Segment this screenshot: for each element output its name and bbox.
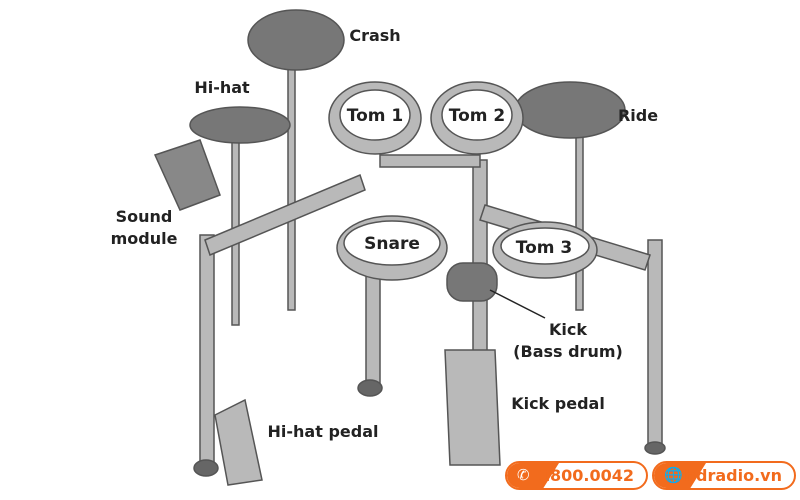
website-link: hdradio.vn [684,466,782,485]
sound-module [153,139,221,211]
tom1-label: Tom 1 [346,106,404,126]
kick-label-line1: Kick [548,320,588,339]
phone-badge[interactable]: ✆ 1800.0042 [505,461,648,490]
top-crossbar [379,154,481,168]
hihat-pedal [214,398,263,486]
ride-label: Ride [617,106,659,125]
kick-label: Kick (Bass drum) [513,319,623,363]
kick-label-line2: (Bass drum) [513,342,623,361]
tom2-label: Tom 2 [448,106,506,126]
ride-stand [575,119,584,311]
sound-module-label-line2: module [110,229,178,248]
ride-cymbal [514,81,626,139]
left-crossbar [204,173,366,257]
hihat-cymbal [189,106,291,144]
kick-pedal [444,349,501,466]
hihat-pedal-label: Hi-hat pedal [267,422,379,441]
hihat-label: Hi-hat [194,78,250,97]
kick-pedal-label: Kick pedal [511,394,605,413]
right-stand-leg [647,239,663,451]
crash-cymbal [247,9,345,71]
sound-module-label-line1: Sound [115,207,173,226]
crash-label: Crash [349,26,401,45]
phone-icon: ✆ [507,463,559,488]
left-stand-leg [199,234,215,471]
kick-pad [446,262,498,302]
crash-stand [287,44,296,311]
phone-number: 1800.0042 [538,466,634,485]
snare-label: Snare [364,234,420,254]
tom3-label: Tom 3 [515,238,573,258]
sound-module-label: Sound module [111,206,178,250]
website-badge[interactable]: 🌐 hdradio.vn [652,461,796,490]
